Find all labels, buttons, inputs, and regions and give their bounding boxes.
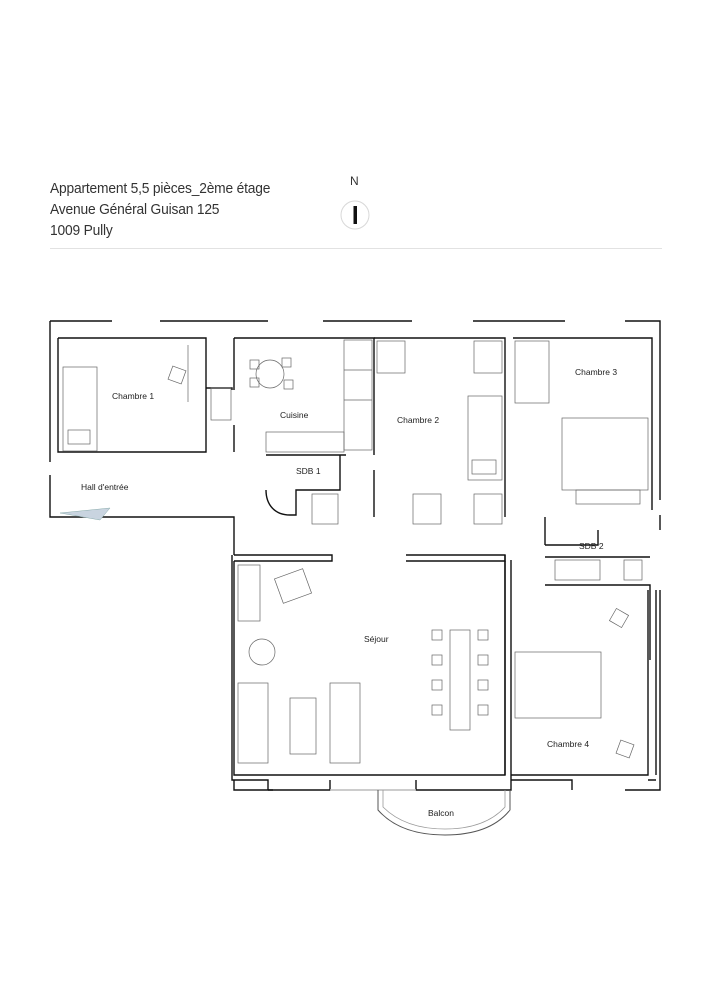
plan-title-block: Appartement 5,5 pièces_2ème étage Avenue… — [50, 178, 289, 241]
label-balcon: Balcon — [428, 808, 454, 818]
label-sejour: Séjour — [364, 634, 389, 644]
title-line-apartment: Appartement 5,5 pièces_2ème étage — [50, 180, 271, 197]
header-divider — [50, 248, 662, 249]
bed-chambre4 — [514, 651, 602, 719]
compass-north-label: N — [350, 174, 359, 188]
bed-chambre1 — [62, 366, 98, 452]
label-sdb1: SDB 1 — [296, 466, 321, 476]
label-cuisine: Cuisine — [280, 410, 309, 420]
bed-chambre2 — [467, 395, 503, 481]
walls — [49, 320, 661, 836]
label-chambre1: Chambre 1 — [112, 391, 154, 401]
bed-chambre3 — [561, 417, 649, 491]
label-chambre3: Chambre 3 — [575, 367, 617, 377]
kitchen-table — [255, 359, 285, 389]
label-chambre4: Chambre 4 — [547, 739, 589, 749]
entry-door-icon — [59, 507, 111, 521]
sofa-right — [329, 682, 361, 764]
title-line-address: Avenue Général Guisan 125 — [50, 201, 220, 218]
sofa-left — [237, 682, 269, 764]
title-line-city: 1009 Pully — [50, 222, 113, 239]
label-chambre2: Chambre 2 — [397, 415, 439, 425]
north-compass: N — [338, 174, 374, 234]
label-sdb2: SDB 2 — [579, 541, 604, 551]
compass-icon — [340, 200, 370, 230]
furniture — [62, 339, 649, 764]
label-hall: Hall d'entrée — [81, 482, 129, 492]
dining-table — [449, 629, 471, 731]
